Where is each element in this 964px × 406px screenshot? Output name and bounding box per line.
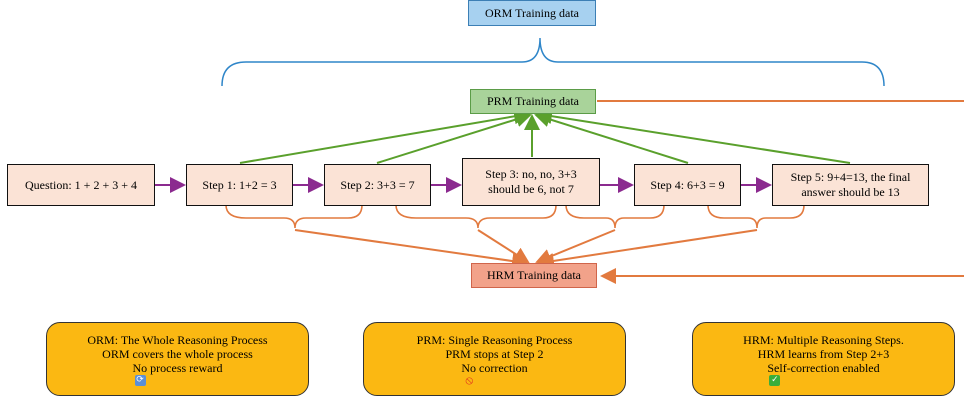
- prm-card-title: PRM: Single Reasoning Process: [416, 332, 573, 347]
- hrm-card-line-3: Self-correction enabled ✓: [767, 360, 880, 386]
- check-mark-icon: ✓: [769, 374, 781, 386]
- orm-brace: [221, 37, 885, 87]
- prm-link-step2: [376, 111, 532, 164]
- refresh-icon: ⟳: [134, 374, 146, 386]
- orm-card-line-3: No process reward ⟳: [132, 360, 223, 386]
- hrm-training-data-label: HRM Training data: [471, 263, 597, 288]
- question-box: Question: 1 + 2 + 3 + 4: [7, 164, 155, 206]
- hrm-card: HRM: Multiple Reasoning Steps. HRM learn…: [692, 322, 955, 396]
- orm-training-data-label: ORM Training data: [468, 0, 596, 26]
- orm-card-title: ORM: The Whole Reasoning Process: [87, 332, 268, 347]
- prm-link-step5: [536, 108, 851, 164]
- hrm-brace-4: [707, 204, 805, 229]
- prm-link-step4: [534, 111, 689, 164]
- orm-card-line-2: ORM covers the whole process: [102, 346, 253, 361]
- prohibited-icon: ⦸: [465, 372, 474, 387]
- step-2-box: Step 2: 3+3 = 7: [324, 164, 431, 206]
- step-1-box: Step 1: 1+2 = 3: [186, 164, 293, 206]
- hrm-brace-3: [565, 204, 665, 229]
- hrm-link-4: [538, 229, 758, 269]
- prm-card-line-3: No correction ⦸: [461, 360, 528, 387]
- hrm-card-line-2: HRM learns from Step 2+3: [757, 346, 890, 361]
- hrm-card-title: HRM: Multiple Reasoning Steps.: [743, 332, 904, 347]
- orm-card: ORM: The Whole Reasoning Process ORM cov…: [46, 322, 309, 396]
- hrm-link-1: [294, 229, 528, 269]
- prm-link-step1: [239, 108, 530, 164]
- hrm-link-2: [477, 229, 530, 264]
- hrm-brace-1: [225, 204, 363, 229]
- step-3-box: Step 3: no, no, 3+3 should be 6, not 7: [462, 158, 600, 206]
- prm-card-line-2: PRM stops at Step 2: [445, 346, 544, 361]
- prm-card: PRM: Single Reasoning Process PRM stops …: [363, 322, 626, 396]
- prm-training-data-label: PRM Training data: [470, 89, 596, 114]
- step-5-box: Step 5: 9+4=13, the final answer should …: [772, 164, 929, 206]
- step-4-box: Step 4: 6+3 = 9: [634, 164, 741, 206]
- hrm-brace-2: [395, 204, 557, 229]
